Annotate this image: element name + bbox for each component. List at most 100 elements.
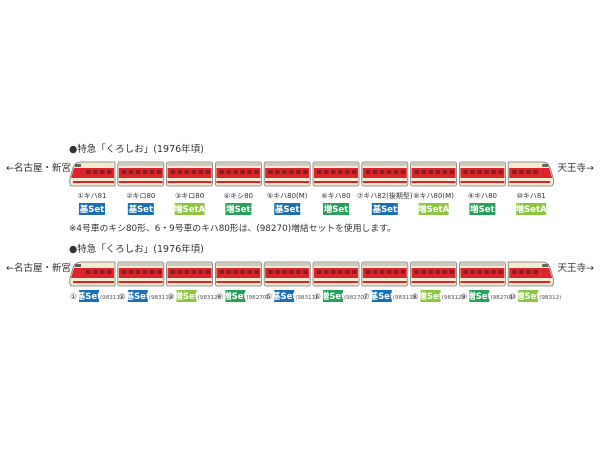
window (386, 270, 392, 274)
window (240, 270, 245, 274)
window (86, 270, 91, 274)
car-label: ①キハ81 (77, 192, 106, 200)
set-badge-label: 基Set (372, 204, 397, 215)
window (414, 170, 420, 174)
car-stripe (216, 268, 261, 278)
window (289, 270, 294, 274)
window (442, 270, 448, 274)
window (470, 270, 475, 274)
window (463, 170, 468, 174)
lower-stripe (118, 281, 163, 283)
lower-stripe (509, 181, 551, 183)
window (352, 270, 357, 274)
window (296, 270, 301, 274)
set-badge-bg (418, 203, 449, 215)
lower-stripe (314, 181, 358, 183)
car-roof (314, 163, 358, 166)
window (498, 170, 503, 174)
window (282, 170, 287, 174)
window (428, 270, 434, 274)
car-label: ⑥キハ80 (321, 192, 350, 200)
window (170, 170, 176, 174)
car-roof (216, 263, 261, 266)
window (219, 270, 224, 274)
window (331, 270, 336, 274)
set-badge-label: 増SetA (516, 204, 547, 215)
set-badge-bg (127, 203, 154, 215)
window (198, 170, 204, 174)
set-code: (98311) (393, 295, 415, 301)
car-number: ② (119, 292, 126, 301)
set-badge-bg (176, 290, 197, 302)
set-code: (98311) (149, 295, 171, 301)
window (219, 170, 224, 174)
window (393, 170, 399, 174)
window (442, 170, 448, 174)
car-number: ⑧ (412, 292, 419, 301)
direction-right-label: 天王寺→ (558, 263, 595, 274)
set-badge-label: 増Set (174, 291, 198, 302)
set-badge-label: 基Set (128, 204, 153, 215)
car-roof (460, 163, 505, 166)
car-stripe (411, 268, 456, 278)
window (107, 170, 112, 174)
window (149, 270, 155, 274)
window (191, 270, 197, 274)
window (282, 270, 287, 274)
car-stripe (460, 168, 505, 178)
set-code: (98270) (344, 295, 366, 301)
set-badge-bg (323, 290, 343, 302)
set-code: (98312) (442, 295, 464, 301)
cab-nose-stripe (540, 168, 553, 178)
cab-window (75, 164, 81, 167)
set-badge-label: 基Set (274, 204, 299, 215)
window (121, 270, 127, 274)
window (184, 270, 190, 274)
window (100, 170, 105, 174)
window (498, 270, 503, 274)
car-stripe (83, 168, 114, 178)
window (317, 270, 322, 274)
window (149, 170, 155, 174)
car-roof (411, 163, 456, 166)
set-badge-label: 増SetA (174, 204, 205, 215)
car-label: ⑩キハ81 (517, 192, 546, 200)
window (324, 170, 329, 174)
lower-stripe (167, 181, 212, 183)
window (142, 170, 148, 174)
window (107, 270, 112, 274)
window (86, 170, 91, 174)
window (533, 270, 538, 274)
set-badge-label: 増Set (324, 204, 348, 215)
window (491, 270, 496, 274)
car-label: ⑨キハ80 (468, 192, 497, 200)
window (170, 270, 176, 274)
window (198, 270, 204, 274)
window (435, 170, 441, 174)
car-stripe (509, 168, 541, 178)
window (205, 170, 211, 174)
car-stripe (265, 168, 310, 178)
car-stripe (509, 268, 541, 278)
set-badge-bg (274, 203, 301, 215)
lower-stripe (509, 281, 551, 283)
set-code: (98311) (100, 295, 122, 301)
window (470, 170, 475, 174)
car-stripe (362, 168, 407, 178)
car-stripe (118, 268, 163, 278)
window (303, 170, 308, 174)
set-badge-label: 基Set (369, 291, 394, 302)
window (400, 170, 406, 174)
car-number: ③ (168, 292, 175, 301)
window (156, 270, 162, 274)
set-code: (98312) (198, 295, 220, 301)
car-number: ⑦ (363, 292, 370, 301)
window (135, 170, 141, 174)
